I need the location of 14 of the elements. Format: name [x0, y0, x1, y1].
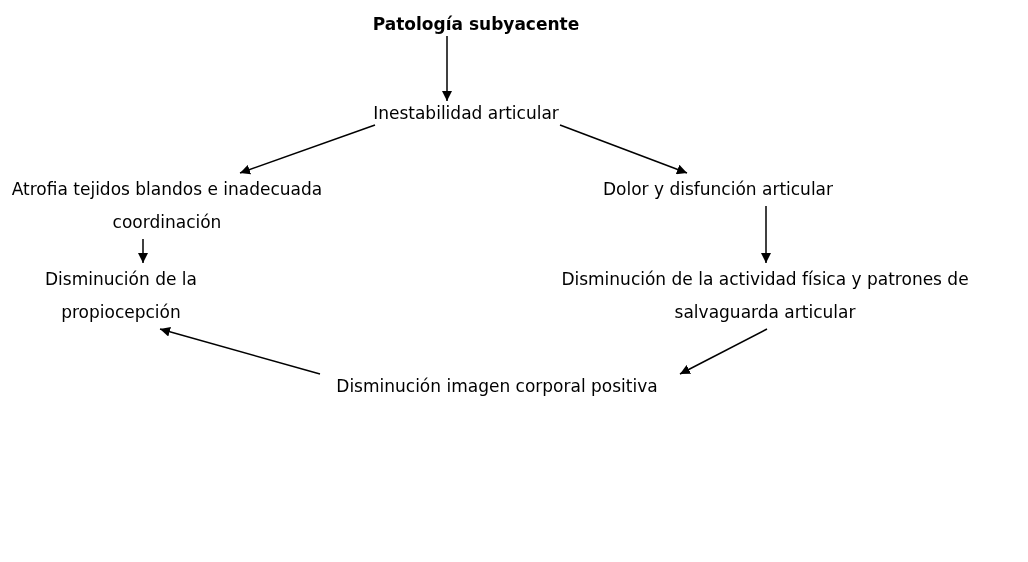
node-text: Disminución imagen corporal positiva [335, 375, 659, 398]
arrow [761, 205, 771, 264]
arrow [138, 238, 148, 264]
node-text: Disminución de la actividad física y patrones de salvaguarda articular [560, 268, 970, 324]
arrow [159, 326, 321, 375]
node-text: Inestabilidad articular [372, 102, 560, 125]
heading-text: Patología subyacente [371, 13, 581, 36]
node-text: Dolor y disfunción articular [601, 178, 835, 201]
arrow [442, 35, 452, 102]
arrow [679, 328, 768, 375]
node-text: Atrofia tejidos blandos e inadecuada coordinación [10, 178, 324, 234]
arrow [559, 124, 688, 175]
arrow [239, 124, 376, 175]
node-text: Disminución de la propiocepción [44, 268, 198, 324]
